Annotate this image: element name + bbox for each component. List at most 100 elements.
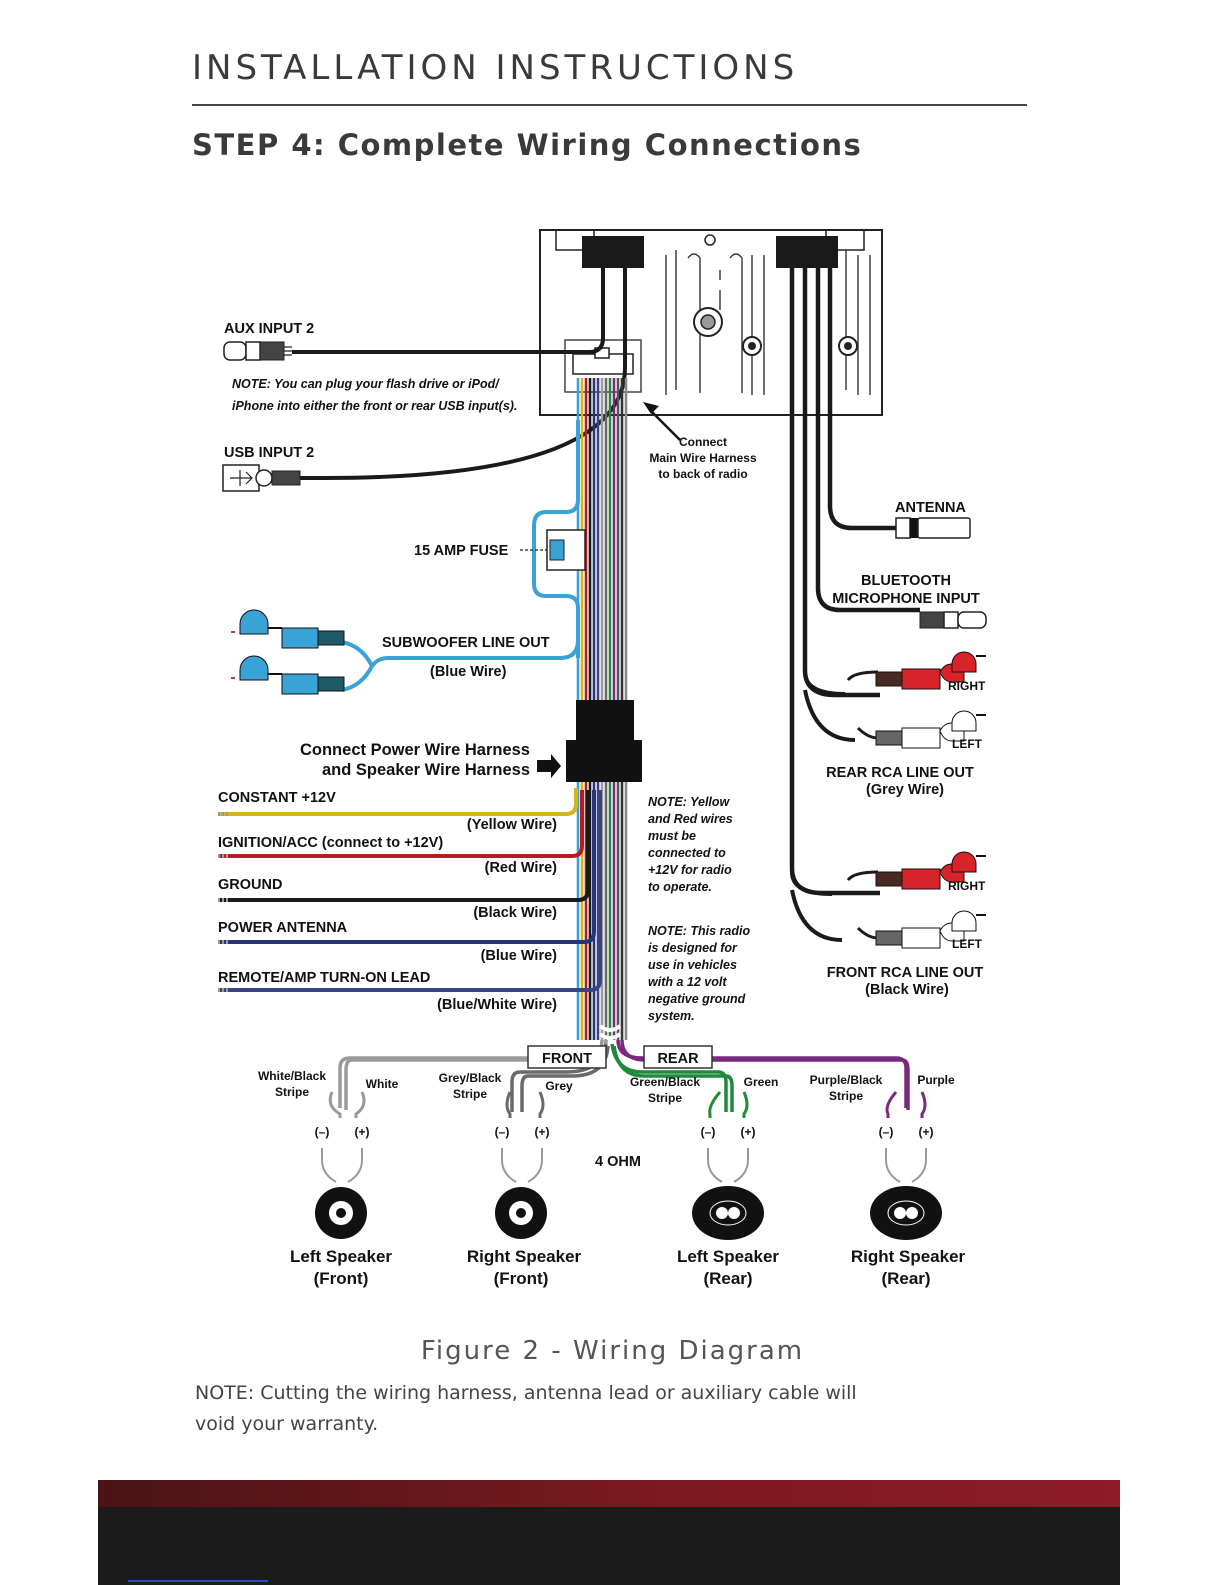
rear-tag: REAR xyxy=(657,1051,699,1067)
bt-mic-line1: BLUETOOTH xyxy=(861,573,951,589)
svg-text:(+): (+) xyxy=(355,1125,370,1139)
note-yellow-red: NOTE: Yellow and Red wires must be conne… xyxy=(648,795,733,894)
speaker-left-front-icon xyxy=(315,1187,367,1239)
front-rca-wire-label: (Black Wire) xyxy=(865,982,949,998)
speaker-left-rear-icon xyxy=(692,1186,764,1240)
wire-label-purple: Purple xyxy=(917,1073,955,1087)
wire-label-grey: Grey xyxy=(545,1079,573,1093)
speaker-left-front-pos: (Front) xyxy=(314,1269,369,1288)
blue-white-wire-label: (Blue/White Wire) xyxy=(437,997,557,1013)
footer-band xyxy=(98,1480,1120,1507)
svg-text:(+): (+) xyxy=(741,1125,756,1139)
wiring-diagram: AUX INPUT 2 NOTE: You can plug your flas… xyxy=(218,229,987,1288)
svg-text:(+): (+) xyxy=(919,1125,934,1139)
connect-main-line2: Main Wire Harness xyxy=(649,451,757,465)
note-12v: NOTE: This radio is designed for use in … xyxy=(648,924,750,1023)
aux-plug-icon xyxy=(223,341,292,361)
polarity-labels: (–) (+) (–) (+) (–) (+) (–) (+) xyxy=(315,1125,934,1139)
remote-lead-label: REMOTE/AMP TURN-ON LEAD xyxy=(218,970,430,986)
svg-text:is designed for: is designed for xyxy=(648,941,738,955)
wire-label-grey-black-2: Stripe xyxy=(453,1087,487,1101)
rear-rca-label: REAR RCA LINE OUT xyxy=(826,765,974,781)
usb-note-line2: iPhone into either the front or rear USB… xyxy=(232,399,517,413)
rear-left-label: LEFT xyxy=(952,737,983,751)
wire-label-purple-black: Purple/Black xyxy=(810,1073,883,1087)
wire-label-white-black: White/Black xyxy=(258,1069,326,1083)
speaker-right-front-icon xyxy=(495,1187,547,1239)
front-left-label: LEFT xyxy=(952,937,983,951)
speaker-left-rear-pos: (Rear) xyxy=(703,1269,752,1288)
speaker-right-front-name: Right Speaker xyxy=(467,1247,582,1266)
wire-label-white-black-2: Stripe xyxy=(275,1085,309,1099)
yellow-wire-label: (Yellow Wire) xyxy=(467,817,557,833)
wire-label-green-black-2: Stripe xyxy=(648,1091,682,1105)
subwoofer-out-label: SUBWOOFER LINE OUT xyxy=(382,635,550,651)
svg-text:with a 12 volt: with a 12 volt xyxy=(648,975,727,989)
speaker-right-front-pos: (Front) xyxy=(494,1269,549,1288)
subwoofer-rca-cable xyxy=(231,609,580,695)
wire-label-grey-black: Grey/Black xyxy=(439,1071,502,1085)
svg-text:connected to: connected to xyxy=(648,846,726,860)
radio-chassis xyxy=(539,229,883,416)
svg-text:(–): (–) xyxy=(315,1125,330,1139)
constant-12v-label: CONSTANT +12V xyxy=(218,790,336,806)
wire-label-white: White xyxy=(366,1077,399,1091)
speaker-left-rear-name: Left Speaker xyxy=(677,1247,779,1266)
svg-text:use in vehicles: use in vehicles xyxy=(648,958,737,972)
title-divider xyxy=(192,104,1027,106)
bt-mic-line2: MICROPHONE INPUT xyxy=(832,591,980,607)
fuse-icon xyxy=(549,539,565,561)
red-wire-label: (Red Wire) xyxy=(485,860,558,876)
svg-text:(–): (–) xyxy=(701,1125,716,1139)
footer-link[interactable] xyxy=(128,1580,268,1582)
subwoofer-wire-label: (Blue Wire) xyxy=(430,664,507,680)
svg-text:must be: must be xyxy=(648,829,696,843)
fuse-label: 15 AMP FUSE xyxy=(414,543,509,559)
antenna-label: ANTENNA xyxy=(895,500,966,516)
ignition-label: IGNITION/ACC (connect to +12V) xyxy=(218,835,443,851)
front-tag: FRONT xyxy=(542,1051,592,1067)
impedance-label: 4 OHM xyxy=(595,1154,641,1170)
svg-text:(–): (–) xyxy=(879,1125,894,1139)
footer xyxy=(98,1507,1120,1585)
power-antenna-label: POWER ANTENNA xyxy=(218,920,348,936)
svg-text:(–): (–) xyxy=(495,1125,510,1139)
wire-label-green-black: Green/Black xyxy=(630,1075,700,1089)
microphone-plug-icon xyxy=(919,611,987,629)
connect-main-line3: to back of radio xyxy=(658,467,747,481)
figure-caption: Figure 2 - Wiring Diagram xyxy=(420,1336,805,1366)
aux-input-label: AUX INPUT 2 xyxy=(224,321,314,337)
speaker-right-rear-icon xyxy=(870,1186,942,1240)
speaker-right-rear-pos: (Rear) xyxy=(881,1269,930,1288)
svg-text:negative ground: negative ground xyxy=(648,992,746,1006)
speaker-right-rear-name: Right Speaker xyxy=(851,1247,966,1266)
usb-plug-icon xyxy=(222,464,301,492)
svg-text:to operate.: to operate. xyxy=(648,880,712,894)
svg-text:(+): (+) xyxy=(535,1125,550,1139)
wire-label-green: Green xyxy=(744,1075,779,1089)
usb-note-line1: NOTE: You can plug your flash drive or i… xyxy=(232,377,500,391)
connect-main-line1: Connect xyxy=(679,435,727,449)
power-harness-line2: and Speaker Wire Harness xyxy=(322,761,530,779)
power-harness-line1: Connect Power Wire Harness xyxy=(300,741,530,759)
page-title: INSTALLATION INSTRUCTIONS xyxy=(192,48,799,88)
speaker-left-front-name: Left Speaker xyxy=(290,1247,392,1266)
black-wire-label: (Black Wire) xyxy=(473,905,557,921)
usb-input-label: USB INPUT 2 xyxy=(224,445,314,461)
svg-text:and Red wires: and Red wires xyxy=(648,812,733,826)
rear-right-label: RIGHT xyxy=(948,679,986,693)
svg-text:NOTE: Yellow: NOTE: Yellow xyxy=(648,795,731,809)
ground-label: GROUND xyxy=(218,877,282,893)
wire-label-purple-black-2: Stripe xyxy=(829,1089,863,1103)
svg-text:system.: system. xyxy=(648,1009,695,1023)
antenna-plug-icon xyxy=(895,517,971,539)
warranty-note: NOTE: Cutting the wiring harness, antenn… xyxy=(195,1382,857,1435)
svg-text:+12V for radio: +12V for radio xyxy=(648,863,732,877)
rear-rca-plugs xyxy=(846,651,986,749)
step-heading: STEP 4: Complete Wiring Connections xyxy=(192,128,863,162)
front-rca-plugs xyxy=(846,851,986,949)
rear-rca-wire-label: (Grey Wire) xyxy=(866,782,944,798)
front-rca-label: FRONT RCA LINE OUT xyxy=(827,965,984,981)
front-right-label: RIGHT xyxy=(948,879,986,893)
blue-wire-label: (Blue Wire) xyxy=(481,948,558,964)
